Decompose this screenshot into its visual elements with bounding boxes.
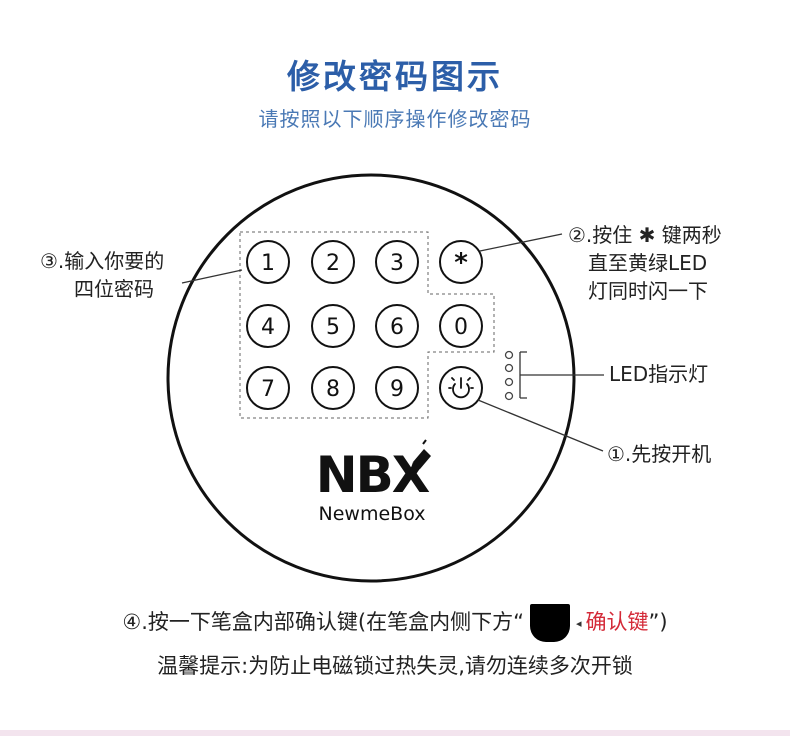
key-1-button[interactable]: 1: [246, 240, 290, 284]
step2-label-line3: 灯同时闪一下: [588, 279, 708, 303]
key-label: 5: [326, 315, 340, 340]
bottom-divider: [0, 730, 790, 736]
pencil-icon: [409, 439, 431, 474]
step1-leader: [477, 399, 604, 452]
page-subtitle: 请按照以下顺序操作修改密码: [258, 107, 532, 131]
key-0-button[interactable]: 0: [439, 304, 483, 348]
step3-label-line2: 四位密码: [74, 277, 154, 301]
key-star-button[interactable]: *: [439, 240, 483, 284]
step1-label: ①.先按开机: [607, 442, 711, 466]
key-label: 8: [326, 377, 340, 402]
password-area-outline: [239, 231, 495, 419]
warning-note: 温馨提示:为防止电磁锁过热失灵,请勿连续多次开锁: [157, 654, 633, 678]
power-icon: [448, 377, 474, 399]
step4-note: ④.按一下笔盒内部确认键(在笔盒内侧下方“ ◂确认键”): [0, 604, 790, 642]
confirm-key-label: 确认键: [585, 610, 649, 634]
key-2-button[interactable]: 2: [311, 240, 355, 284]
pointer-icon: ◂: [575, 616, 582, 630]
power-button[interactable]: [439, 366, 483, 410]
key-label: 7: [261, 377, 275, 402]
step2-label: ②.按住 ✱ 键两秒: [568, 223, 722, 247]
key-label: *: [454, 248, 468, 278]
key-3-button[interactable]: 3: [375, 240, 419, 284]
brand-name: NewmeBox: [319, 503, 426, 525]
led-indicators: [504, 350, 514, 401]
key-label: 2: [326, 251, 340, 276]
step4-text: ④.按一下笔盒内部确认键(在笔盒内侧下方“: [122, 610, 524, 634]
key-label: 3: [390, 251, 404, 276]
key-label: 6: [390, 315, 404, 340]
step2-label-line2: 直至黄绿LED: [588, 251, 707, 275]
led-bracket: [519, 351, 604, 399]
step3-leader: [181, 269, 243, 284]
step4-suffix: ”): [648, 610, 668, 634]
brand-logo: NBX: [316, 446, 430, 504]
key-label: 0: [454, 315, 468, 340]
key-label: 1: [261, 251, 275, 276]
key-8-button[interactable]: 8: [311, 366, 355, 410]
led-label: LED指示灯: [609, 362, 708, 386]
confirm-key-icon: [529, 604, 570, 642]
key-6-button[interactable]: 6: [375, 304, 419, 348]
step3-label: ③.输入你要的: [40, 249, 164, 273]
key-4-button[interactable]: 4: [246, 304, 290, 348]
key-5-button[interactable]: 5: [311, 304, 355, 348]
step2-leader: [479, 233, 563, 252]
key-7-button[interactable]: 7: [246, 366, 290, 410]
key-9-button[interactable]: 9: [375, 366, 419, 410]
key-label: 4: [261, 315, 275, 340]
key-label: 9: [390, 377, 404, 402]
page-title: 修改密码图示: [287, 57, 503, 96]
